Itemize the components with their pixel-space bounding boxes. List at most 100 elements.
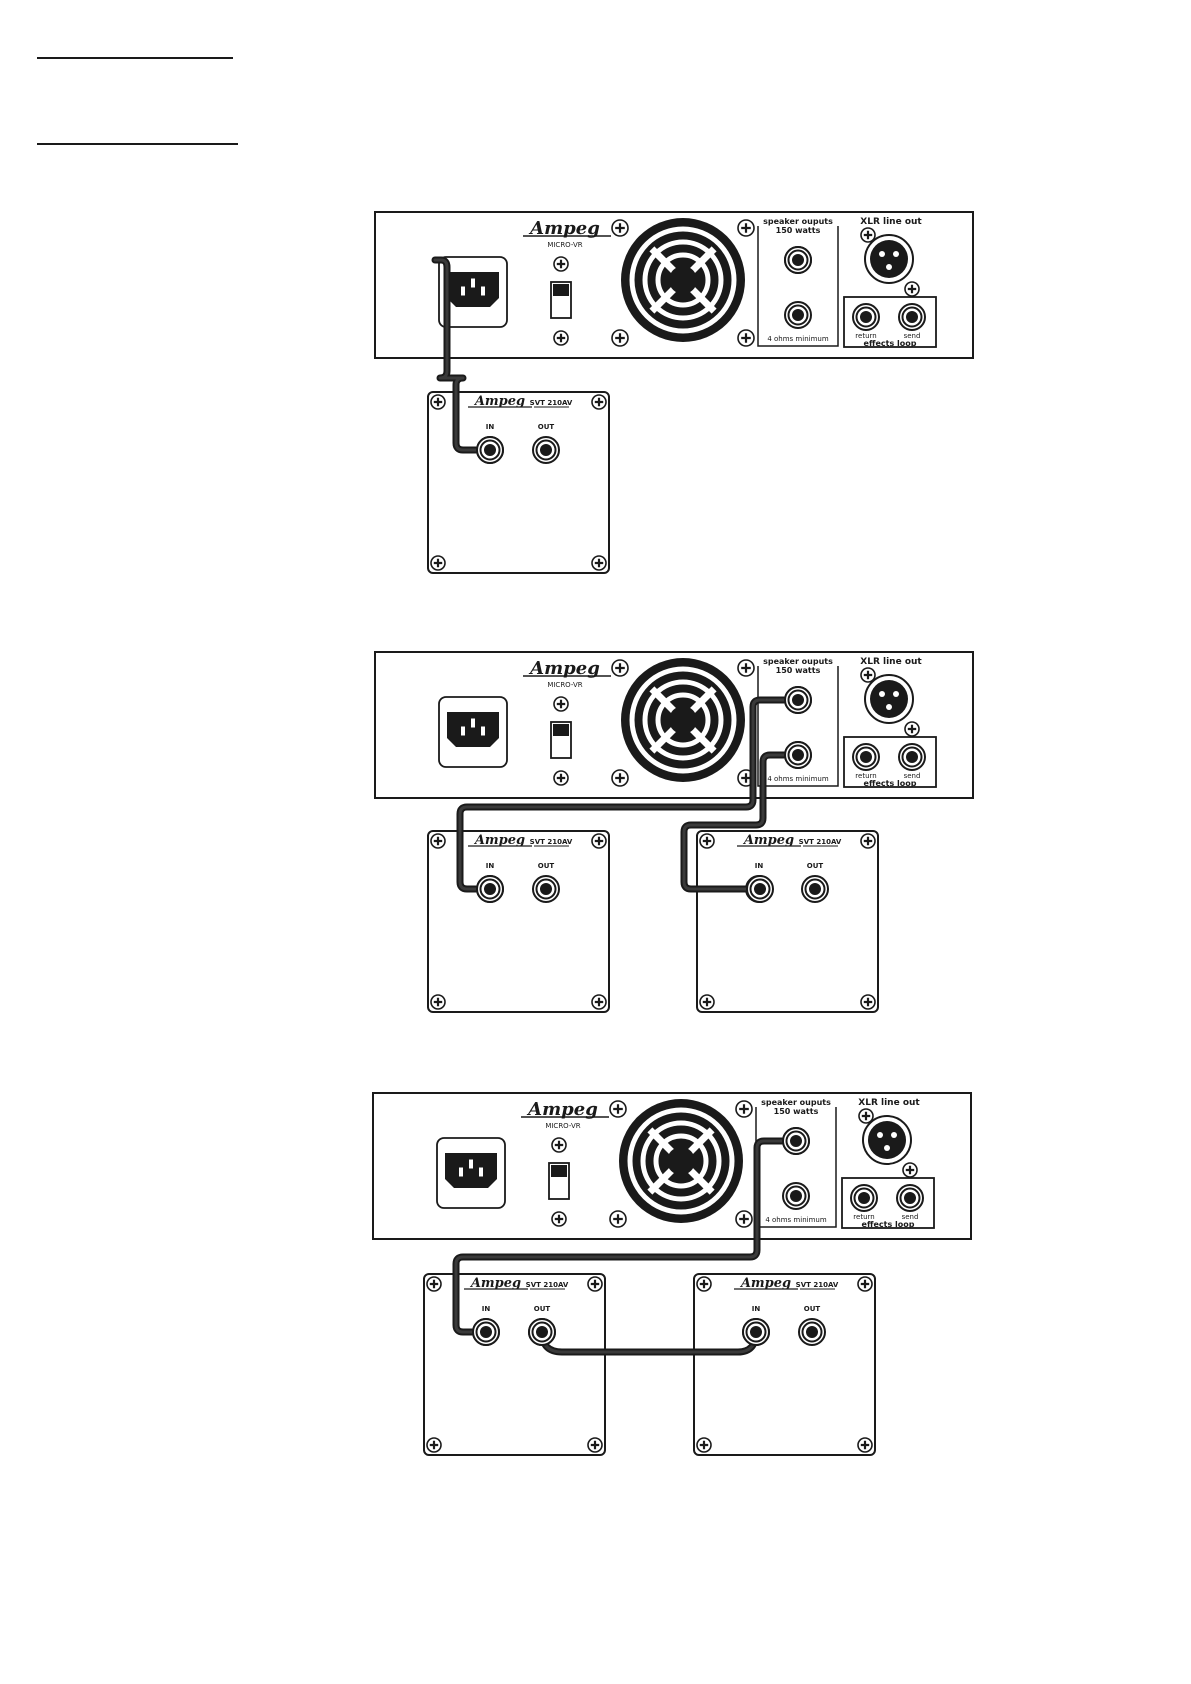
- screw-slot: [699, 1279, 709, 1289]
- fan-hub: [669, 706, 697, 734]
- screw-icon: [553, 696, 569, 712]
- power-inlet-pin: [479, 1167, 483, 1177]
- screw-icon: [587, 1437, 603, 1453]
- jack-ring: [853, 1187, 875, 1209]
- cable-core: [458, 698, 794, 891]
- screw-icon: [857, 1276, 873, 1292]
- screw-icon: [860, 833, 876, 849]
- screw-slot: [429, 1440, 439, 1450]
- xlr-output-icon: [864, 674, 914, 724]
- screw-icon: [611, 329, 629, 347]
- xlr-pin: [877, 1132, 883, 1138]
- jack-ring: [801, 1321, 823, 1343]
- screw-slot: [863, 997, 873, 1007]
- jack-ring: [749, 878, 771, 900]
- speaker-outputs-label: speaker ouputs: [763, 657, 833, 666]
- jack-ring: [901, 746, 923, 768]
- screw-slot: [860, 1279, 870, 1289]
- xlr-pin: [879, 251, 885, 257]
- jack-socket: [904, 1192, 916, 1204]
- screw-icon: [553, 256, 569, 272]
- jack-socket: [484, 883, 496, 895]
- amp-logo: Ampeg: [528, 658, 600, 679]
- jack-socket: [750, 1326, 762, 1338]
- power-inlet-pin: [481, 286, 485, 296]
- cabinet-in-label: IN: [486, 862, 495, 870]
- cabinet-in-label: IN: [482, 1305, 491, 1313]
- cable-1: [431, 256, 489, 454]
- cabinet-panel: [693, 1273, 876, 1456]
- power-inlet-pin: [461, 286, 465, 296]
- screw-icon: [430, 555, 446, 571]
- screw-icon: [611, 659, 629, 677]
- speaker-output-2-jack-icon: [784, 301, 812, 329]
- speaker-outputs-label: speaker ouputs: [761, 1098, 831, 1107]
- cabinet-panel: [427, 391, 610, 574]
- xlr-pin: [886, 704, 892, 710]
- screw-icon: [426, 1437, 442, 1453]
- cabinet-panel: [423, 1273, 606, 1456]
- screw-slot: [556, 773, 566, 783]
- screw-slot: [615, 773, 625, 783]
- connected-jack-icon: [784, 246, 812, 274]
- screw-slot: [905, 1165, 915, 1175]
- effects-loop-label: effects loop: [864, 339, 917, 348]
- cabinet-model-label: SVT 210AV: [796, 1281, 839, 1289]
- effects-send-label: send: [904, 332, 921, 340]
- screw-slot: [433, 836, 443, 846]
- effects-return-label: return: [855, 772, 876, 780]
- connected-jack-icon: [746, 875, 774, 903]
- cabinet-out-jack-icon: [798, 1318, 826, 1346]
- jack-ring: [855, 746, 877, 768]
- cabinet-model-label: SVT 210AV: [530, 399, 573, 407]
- cable-core: [433, 258, 487, 452]
- screw-icon: [430, 833, 446, 849]
- connected-jack-icon: [528, 1318, 556, 1346]
- jack-ring: [899, 1187, 921, 1209]
- power-switch-rocker: [551, 1165, 567, 1177]
- jack-ring: [804, 878, 826, 900]
- screw-icon: [902, 1162, 918, 1178]
- screw-slot: [739, 1104, 749, 1114]
- screw-slot: [554, 1214, 564, 1224]
- screw-icon: [591, 833, 607, 849]
- xlr-pin: [891, 1132, 897, 1138]
- fan-grille-icon: [621, 658, 745, 782]
- cabinet-out-jack-icon: [801, 875, 829, 903]
- fan-grille-icon: [621, 218, 745, 342]
- power-inlet-pin: [471, 278, 475, 288]
- screw-slot: [702, 997, 712, 1007]
- screw-slot: [863, 670, 873, 680]
- jack-ring: [479, 878, 501, 900]
- fan-hub: [667, 1147, 695, 1175]
- screw-slot: [863, 230, 873, 240]
- effects-return-label: return: [853, 1213, 874, 1221]
- screw-icon: [551, 1211, 567, 1227]
- screw-icon: [609, 1210, 627, 1228]
- screw-slot: [594, 397, 604, 407]
- screw-icon: [904, 281, 920, 297]
- jack-ring: [787, 744, 809, 766]
- screw-slot: [594, 997, 604, 1007]
- effects-return-jack-icon: [852, 303, 880, 331]
- jack-socket: [906, 311, 918, 323]
- effects-loop-box: [841, 1177, 935, 1229]
- xlr-label: XLR line out: [860, 217, 922, 227]
- cable-core: [454, 1139, 795, 1334]
- screw-slot: [433, 558, 443, 568]
- power-inlet-socket: [447, 272, 499, 307]
- screw-slot: [594, 558, 604, 568]
- power-inlet-pin: [471, 718, 475, 728]
- screw-slot: [556, 699, 566, 709]
- screw-icon: [860, 994, 876, 1010]
- jack-socket: [860, 311, 872, 323]
- jack-socket: [792, 254, 804, 266]
- cabinet-out-label: OUT: [538, 862, 555, 870]
- min-impedance-label: 4 ohms minimum: [765, 1216, 826, 1224]
- screw-icon: [591, 394, 607, 410]
- jack-socket: [806, 1326, 818, 1338]
- cabinet-logo: Ampeg: [739, 1276, 791, 1291]
- screw-icon: [591, 994, 607, 1010]
